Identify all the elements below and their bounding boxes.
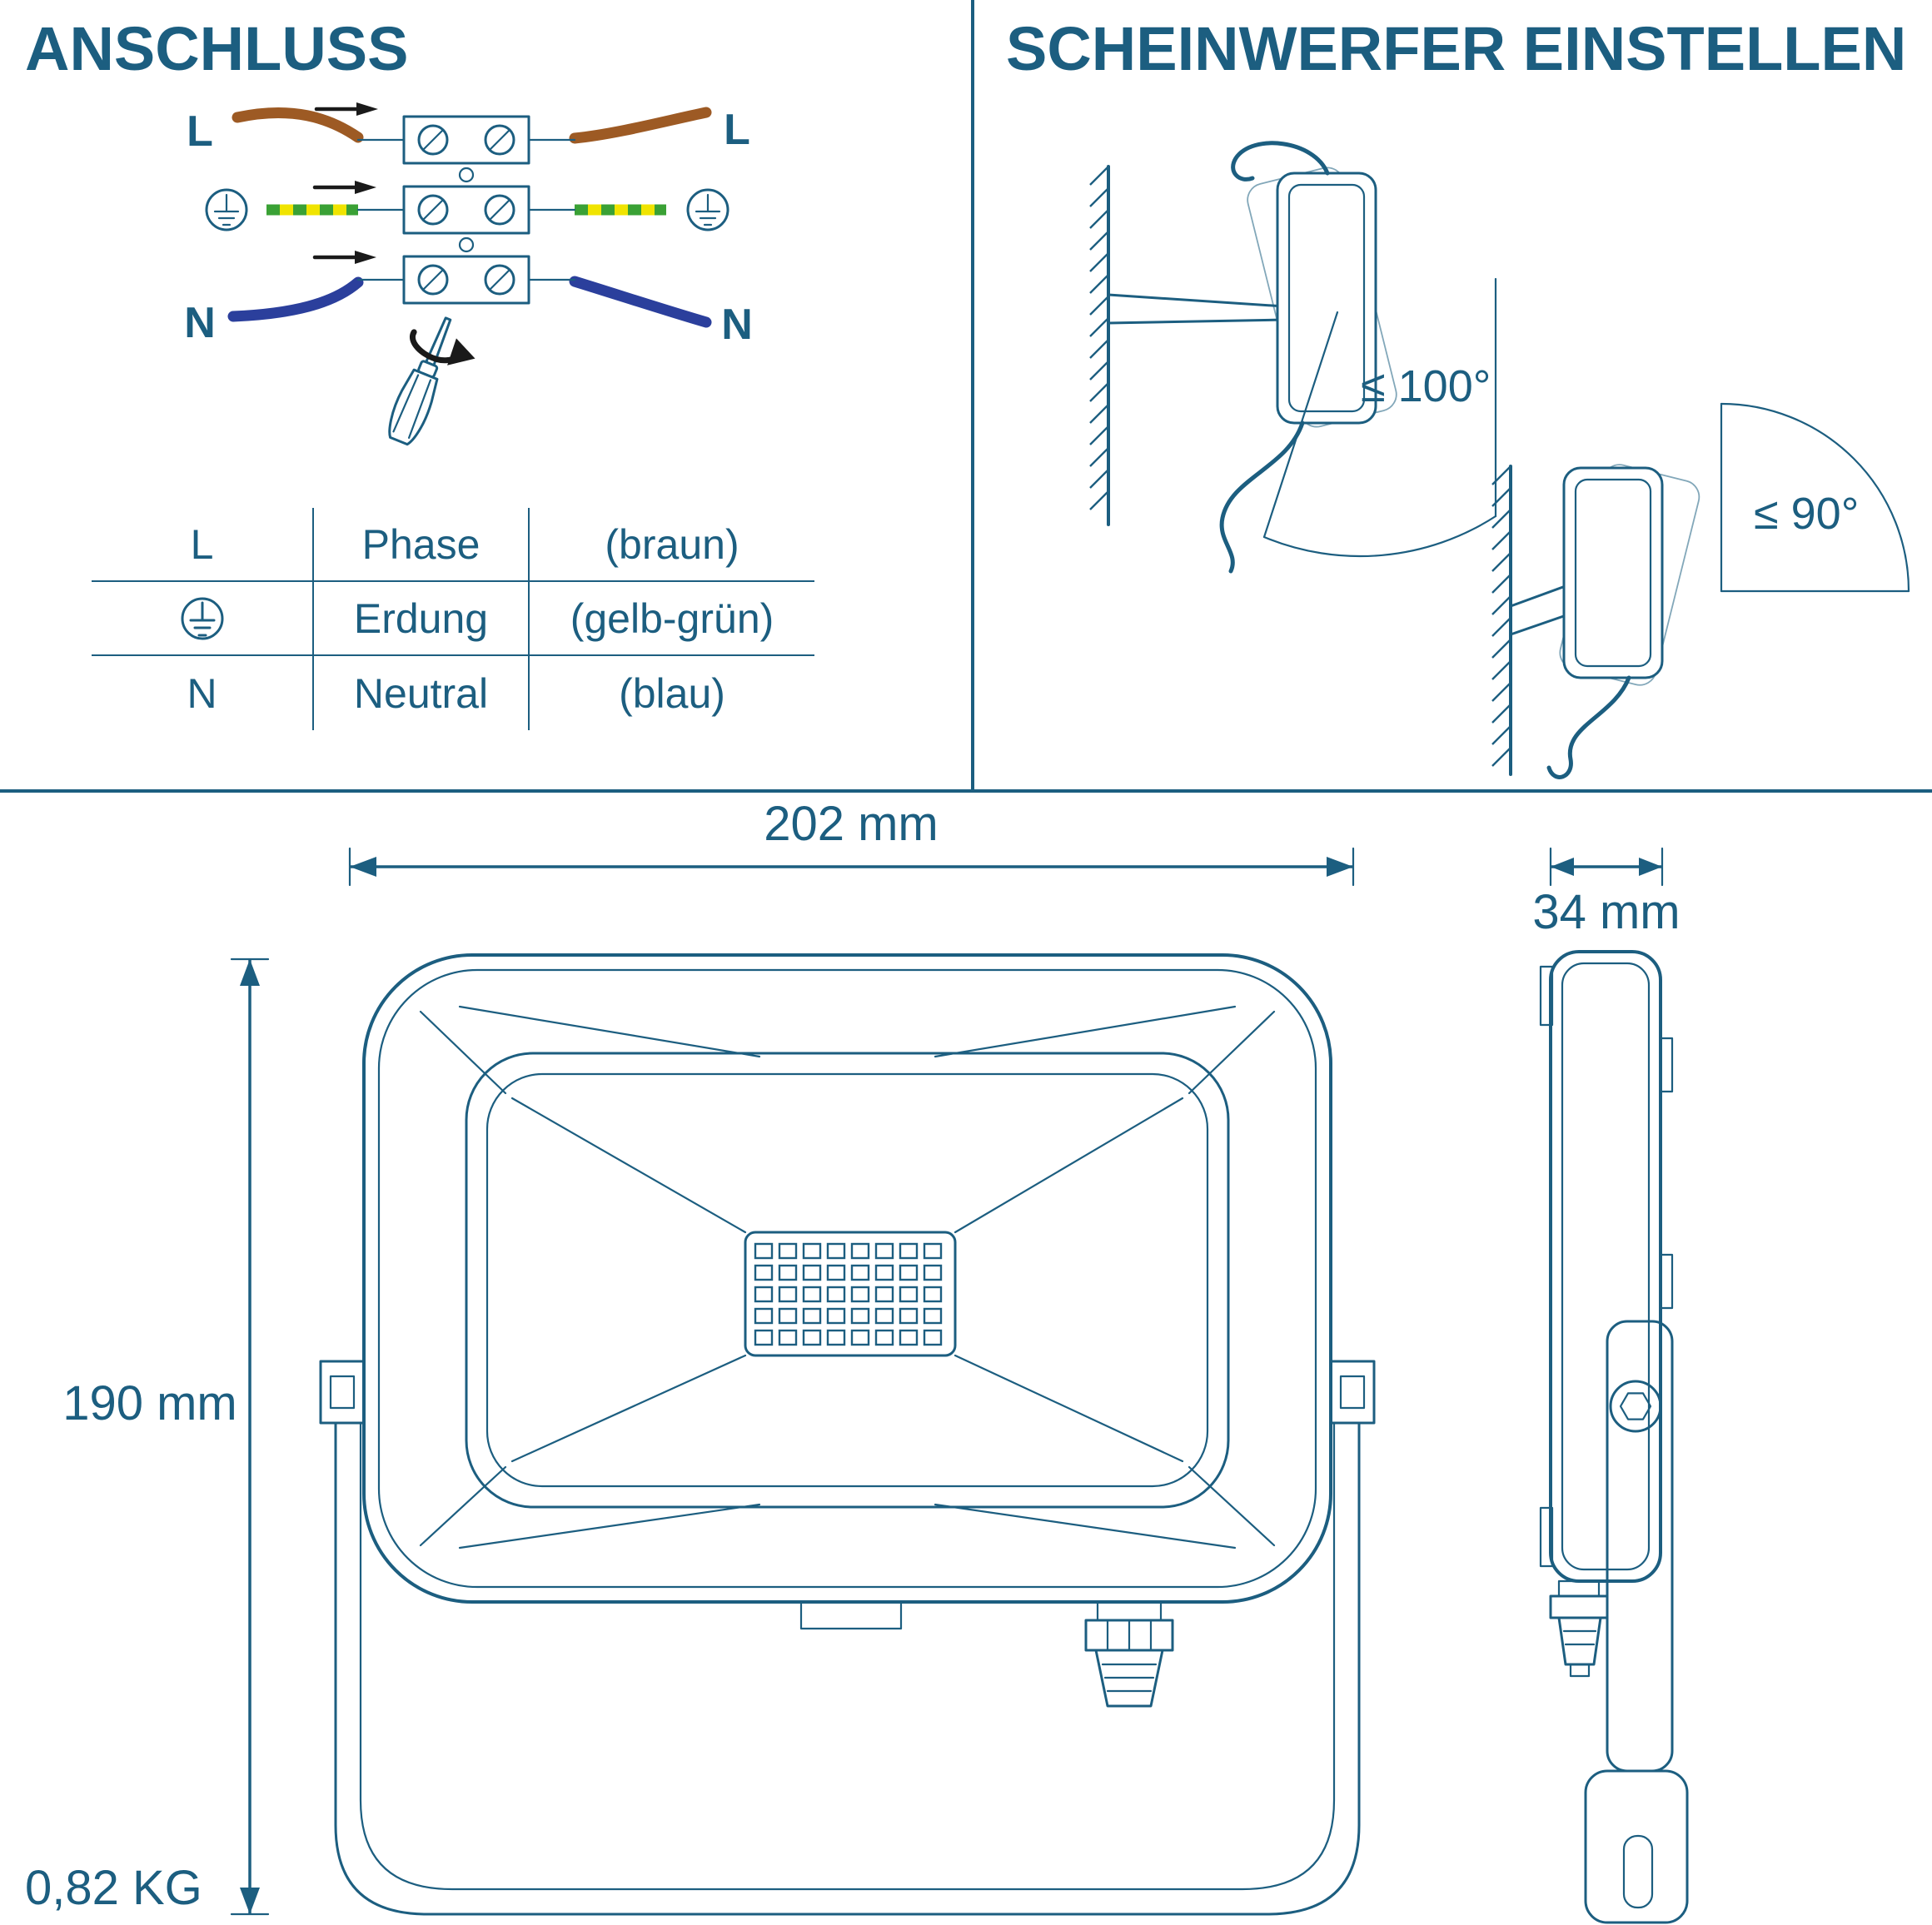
height-dimension: 190 mm [62,958,270,1916]
section-dimensions: 202 mm 190 mm 0,82 KG [0,788,1932,1925]
terminal-block [402,115,530,305]
hex-bolt-head [1619,1392,1652,1420]
label-n-left: N [184,299,216,347]
section-divider-vertical [971,0,974,791]
swivel-diagram: ≤ 90° [1491,402,1910,779]
section-anschluss: ANSCHLUSS [0,0,971,789]
legend-name-phase: Phase [314,508,530,582]
cable-top [1231,141,1330,182]
floodlight-body-inner [1574,478,1652,668]
floodlight-body [1562,466,1664,679]
reflector-diagonals [510,1097,1184,1463]
height-dimension-label: 190 mm [62,1376,237,1430]
label-n-right: N [721,301,753,349]
wall-hatch [1089,166,1109,510]
legend-symbol-earth [92,582,314,656]
legend-name-neutral: Neutral [314,656,530,730]
housing-facet-lines [419,1005,1276,1549]
side-housing-inner [1561,962,1651,1571]
pivot-bolt [1609,1380,1662,1433]
insert-arrows [312,102,378,264]
swivel-angle-label: ≤ 90° [1754,489,1859,539]
weight-label: 0,82 KG [25,1861,202,1915]
width-dimension-label: 202 mm [764,797,939,851]
brown-wire-left [232,107,364,143]
legend-color-phase: (braun) [530,508,814,582]
mounting-bracket [334,1421,1361,1916]
depth-dimension-label: 34 mm [1532,885,1680,939]
section-divider-horizontal [0,789,1932,793]
legend-name-earth: Erdung [314,582,530,656]
side-cable-gland [1549,1579,1609,1678]
blue-wire-right [569,276,712,328]
angle-arc [1720,402,1910,593]
junction-box [799,1600,903,1630]
bracket-pivot-tabs [319,1360,1376,1425]
legend-symbol-phase: L [92,508,314,582]
earth-icon [181,597,223,639]
tilt-angle-label: ≤ 100° [1361,361,1491,411]
lens-lip [1539,965,1554,1568]
earth-icon [205,188,248,231]
wall-hatch [1491,465,1511,767]
screwdriver [388,316,476,446]
legend-color-neutral: (blau) [619,669,725,717]
glass-outline [485,1072,1209,1488]
cable-gland [1084,1600,1174,1708]
anschluss-title: ANSCHLUSS [25,14,409,83]
led-grid [754,1242,943,1346]
legend-symbol-neutral: N [92,656,314,730]
label-l-right: L [724,106,750,154]
bracket-foot [1584,1769,1689,1924]
blue-wire-left [227,276,364,322]
stripped-ends [356,138,576,281]
earth-icon [686,188,729,231]
front-view: 202 mm 190 mm 0,82 KG [25,797,1376,1916]
dimension-drawing: 202 mm 190 mm 0,82 KG [25,797,1689,1924]
side-rail-nubs [1659,1037,1674,1310]
wire-legend-table: L Phase (braun) Erdung (gelb-grün) N Neu… [92,508,814,730]
cable-bottom [1219,420,1305,574]
side-view: 34 mm [1532,847,1689,1924]
angle-arc [1262,515,1497,558]
width-dimension: 202 mm [348,797,1355,887]
label-l-left: L [187,107,213,156]
bezel-outline [465,1052,1230,1509]
angle-leg [1262,311,1339,539]
floodlight-body-inner [1287,183,1366,413]
brown-wire-right [569,107,712,144]
mount-bracket [1107,293,1286,325]
adjustment-diagram: ≤ 100° ≤ 90° [1089,141,1910,779]
cable-bottom [1546,675,1631,779]
housing-inner-line [377,968,1317,1589]
side-housing [1549,950,1662,1583]
led-panel [744,1231,957,1357]
section-einstellen: SCHEINWERFER EINSTELLEN ≤ 100° [971,0,1932,789]
depth-dimension: 34 mm [1532,847,1681,939]
wiring-diagram: L L N N [184,102,753,446]
screw-slots [421,128,511,291]
legend-color-earth: (gelb-grün) [530,582,814,656]
tilt-diagram: ≤ 100° [1089,141,1497,574]
einstellen-title: SCHEINWERFER EINSTELLEN [1006,14,1907,83]
